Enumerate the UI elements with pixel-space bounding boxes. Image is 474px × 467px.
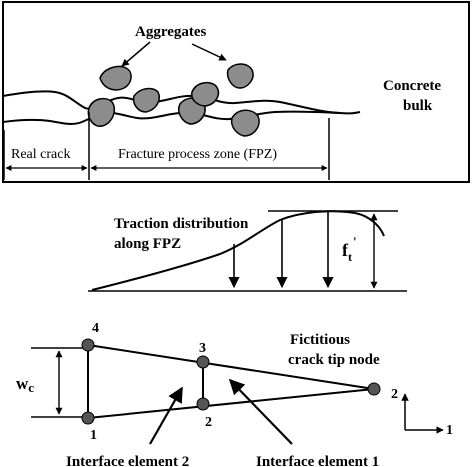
tip-label-line1: Fictitious (290, 332, 350, 348)
wc-label: wc (16, 374, 34, 395)
concrete-bulk-box (2, 1, 470, 183)
crack-upper-face (2, 90, 361, 115)
element-edge (87, 388, 375, 419)
ft-label: ft' (342, 234, 357, 264)
node-4-label: 4 (92, 321, 99, 336)
aggregates-arrow-right (191, 43, 227, 61)
traction-title-line1: Traction distribution (114, 216, 249, 232)
node-4 (81, 338, 95, 352)
node-3 (196, 355, 210, 369)
interface-element-1-arrow (228, 378, 293, 445)
interface-element-2-arrow (149, 386, 183, 445)
real-crack-label: Real crack (11, 147, 70, 162)
tip-label-line2: crack tip node (288, 352, 380, 368)
node-2-label: 2 (205, 415, 212, 430)
axis-1-label: 1 (446, 423, 453, 438)
aggregate-particle (190, 81, 220, 107)
interface-element-1-label: Interface element 1 (256, 454, 379, 467)
node-1 (81, 411, 95, 425)
traction-title-line2: along FPZ (114, 236, 181, 252)
interface-element-2-label: Interface element 2 (66, 454, 189, 467)
real-crack-label-bg (9, 144, 85, 162)
element-edge (87, 344, 375, 390)
node-2 (196, 397, 210, 411)
aggregates-label: Aggregates (135, 24, 207, 40)
concrete-label-line2: bulk (403, 98, 433, 114)
axis-2-label: 2 (391, 387, 398, 402)
node-1-label: 1 (90, 428, 97, 443)
crack-tip-node (367, 382, 381, 396)
crack-lower-face (2, 110, 341, 125)
aggregates-arrow-left (121, 41, 151, 67)
traction-distribution-curve (91, 210, 385, 291)
aggregate-particle (132, 87, 160, 113)
concrete-label-line1: Concrete (383, 78, 441, 94)
aggregate-particle (230, 109, 260, 137)
aggregate-particle (226, 63, 254, 89)
aggregate-particle (99, 65, 132, 91)
aggregate-particle (87, 97, 116, 127)
fpz-label: Fracture process zone (FPZ) (118, 147, 277, 162)
node-3-label: 3 (199, 341, 206, 356)
